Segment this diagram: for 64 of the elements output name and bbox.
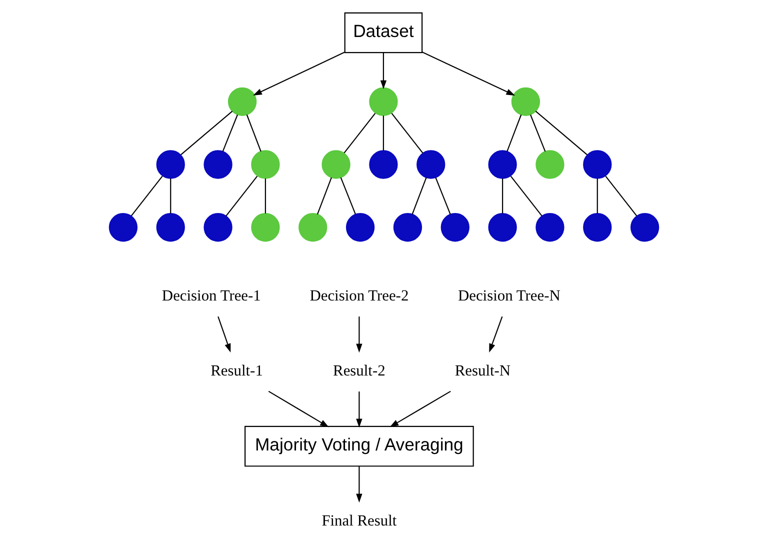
connector bbox=[316, 177, 332, 215]
node-circle bbox=[393, 213, 422, 242]
connector bbox=[530, 114, 546, 152]
node-circle bbox=[204, 213, 232, 242]
node-circle bbox=[511, 87, 540, 116]
arrow bbox=[253, 52, 345, 96]
connector bbox=[264, 178, 266, 214]
node-text: Result-2 bbox=[333, 362, 386, 380]
arrow bbox=[422, 52, 516, 96]
node-circle bbox=[583, 213, 612, 242]
node-circle bbox=[251, 213, 280, 242]
connector bbox=[412, 177, 427, 215]
node-circle bbox=[583, 150, 612, 179]
connector bbox=[226, 176, 258, 216]
connector bbox=[222, 114, 238, 152]
arrow bbox=[268, 390, 329, 428]
connector bbox=[435, 177, 451, 215]
arrow bbox=[356, 316, 362, 353]
node-circle bbox=[536, 213, 564, 242]
arrow bbox=[356, 392, 362, 428]
node-circle bbox=[488, 213, 517, 242]
connector bbox=[340, 177, 356, 215]
connector bbox=[510, 176, 542, 216]
connector bbox=[382, 116, 384, 151]
node-box: Dataset bbox=[344, 12, 423, 54]
node-circle bbox=[488, 150, 517, 179]
node-circle bbox=[156, 150, 185, 179]
node-circle bbox=[204, 150, 232, 179]
node-circle bbox=[346, 213, 375, 242]
node-circle bbox=[322, 150, 350, 179]
connector bbox=[596, 178, 598, 214]
connector bbox=[170, 178, 172, 214]
arrow bbox=[489, 316, 503, 353]
arrow bbox=[218, 316, 231, 353]
connector bbox=[246, 114, 262, 152]
node-text: Final Result bbox=[322, 512, 397, 530]
connector bbox=[535, 110, 588, 156]
connector bbox=[391, 112, 424, 154]
connector bbox=[344, 112, 376, 154]
node-circle bbox=[536, 150, 564, 179]
node-circle bbox=[440, 213, 470, 242]
connector bbox=[180, 110, 233, 156]
node-text: Decision Tree-1 bbox=[162, 287, 261, 304]
node-circle bbox=[228, 87, 257, 116]
node-text: Result-1 bbox=[210, 362, 263, 380]
connector bbox=[130, 176, 163, 216]
connector bbox=[502, 178, 504, 214]
connector bbox=[506, 114, 522, 152]
arrow bbox=[356, 466, 362, 503]
node-circle bbox=[298, 213, 328, 242]
node-box: Majority Voting / Averaging bbox=[244, 426, 474, 467]
node-circle bbox=[108, 213, 138, 242]
node-text: Decision Tree-N bbox=[458, 287, 560, 304]
node-circle bbox=[630, 213, 660, 242]
node-text: Decision Tree-2 bbox=[310, 287, 409, 304]
arrow bbox=[380, 52, 387, 90]
node-text: Result-N bbox=[454, 362, 511, 380]
arrow bbox=[390, 390, 451, 428]
node-circle bbox=[369, 87, 398, 116]
node-circle bbox=[251, 150, 280, 179]
connector bbox=[605, 176, 638, 216]
node-circle bbox=[369, 150, 398, 179]
node-circle bbox=[416, 150, 446, 179]
node-circle bbox=[156, 213, 185, 242]
